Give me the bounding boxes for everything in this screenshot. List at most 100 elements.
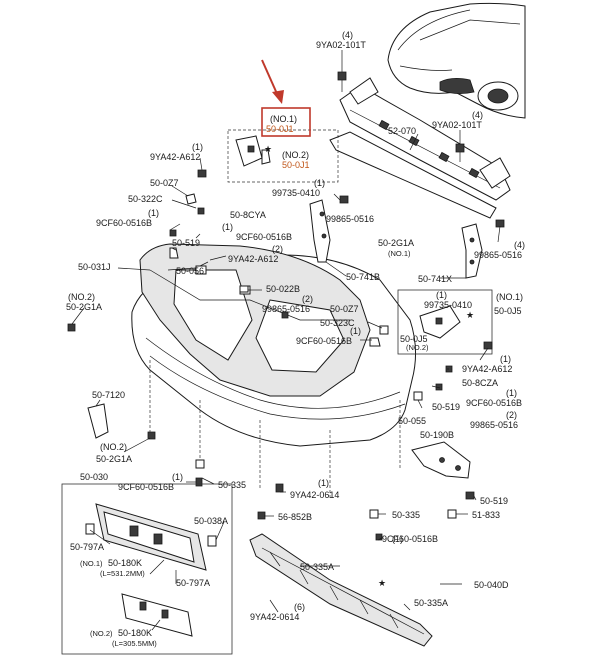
bolt-icon bbox=[197, 169, 207, 178]
label-sm: (NO.2) bbox=[406, 343, 429, 352]
label: 50-335A bbox=[414, 598, 448, 608]
clip-icon bbox=[239, 285, 249, 293]
label-sm: (NO.1) bbox=[388, 249, 411, 258]
bolt-icon bbox=[483, 341, 493, 350]
label: (2) bbox=[302, 294, 313, 304]
clip-icon bbox=[185, 193, 197, 205]
label: 9YA42-A612 bbox=[150, 152, 200, 162]
highlight-arrow-icon bbox=[261, 59, 284, 104]
clip-icon bbox=[369, 509, 379, 519]
label: 50-322C bbox=[128, 194, 163, 204]
label: 50-038A bbox=[194, 516, 228, 526]
label: 9YA42-0614 bbox=[250, 612, 299, 622]
label: 50-519 bbox=[480, 496, 508, 506]
clip-icon bbox=[197, 207, 205, 215]
label-sm: (NO.2) bbox=[90, 629, 113, 638]
label: 50-797A bbox=[176, 578, 210, 588]
clip-icon bbox=[257, 511, 266, 520]
label: 50-8CZA bbox=[462, 378, 498, 388]
label: 99735-0410 bbox=[272, 188, 320, 198]
label: 50-056 bbox=[176, 266, 204, 276]
label: 50-040D bbox=[474, 580, 509, 590]
label: 50-8CYA bbox=[230, 210, 266, 220]
label: 50-335A bbox=[300, 562, 334, 572]
label: 9YA02-101T bbox=[316, 40, 366, 50]
license-plate-bracket bbox=[85, 503, 217, 637]
label-sm: (NO.1) bbox=[80, 559, 103, 568]
label-highlight: 50-0J1 bbox=[282, 160, 310, 170]
label-sm: (L=531.2MM) bbox=[100, 569, 145, 578]
clip-icon bbox=[147, 431, 156, 440]
clip-icon bbox=[195, 459, 205, 469]
label: 50-055 bbox=[398, 416, 426, 426]
part-labels: (NO.1) 50-0J1 (NO.2) 50-0J1 (1) 99735-04… bbox=[66, 30, 525, 648]
label: 50-0J5 bbox=[400, 334, 428, 344]
label: 9CF60-0516B bbox=[296, 336, 352, 346]
label: 56-852B bbox=[278, 512, 312, 522]
label: 99735-0410 bbox=[424, 300, 472, 310]
bumper-inner-frame bbox=[139, 243, 371, 397]
label: 50-519 bbox=[432, 402, 460, 412]
label: 9CF60-0516B bbox=[382, 534, 438, 544]
label: 51-833 bbox=[472, 510, 500, 520]
label: 9YA42-0614 bbox=[290, 490, 339, 500]
label: 99865-0516 bbox=[474, 250, 522, 260]
lower-grille-50-040D bbox=[249, 533, 433, 647]
clip-icon bbox=[445, 365, 453, 373]
label: (1) bbox=[192, 142, 203, 152]
bumper-reinforcement-beam bbox=[329, 77, 511, 219]
bolt-icon bbox=[495, 219, 505, 228]
clip-icon bbox=[435, 383, 443, 391]
star-icon: ★ bbox=[378, 578, 386, 588]
group-box-50-030 bbox=[61, 483, 233, 655]
label: 9CF60-0516B bbox=[466, 398, 522, 408]
label: 9CF60-0516B bbox=[96, 218, 152, 228]
label: 50-031J bbox=[78, 262, 111, 272]
label: (NO.2) bbox=[282, 150, 309, 160]
label: (1) bbox=[436, 290, 447, 300]
label: (6) bbox=[294, 602, 305, 612]
label: 50-2G1A bbox=[66, 302, 102, 312]
label: (1) bbox=[148, 208, 159, 218]
star-icon: ★ bbox=[466, 310, 474, 320]
clip-icon bbox=[379, 325, 389, 335]
label: 50-030 bbox=[80, 472, 108, 482]
label: 99865-0516 bbox=[470, 420, 518, 430]
label: 50-741X bbox=[418, 274, 452, 284]
clip-icon bbox=[67, 323, 76, 332]
label: 50-0Z7 bbox=[330, 304, 359, 314]
label: 50-7120 bbox=[92, 390, 125, 400]
label: 50-180K bbox=[118, 628, 152, 638]
label: 99865-0516 bbox=[262, 304, 310, 314]
bracket-50-741X bbox=[461, 223, 483, 279]
bracket-50-190B bbox=[411, 441, 471, 479]
label: (2) bbox=[506, 410, 517, 420]
label: (1) bbox=[222, 222, 233, 232]
bolt-icon bbox=[337, 71, 347, 92]
label: 50-335 bbox=[392, 510, 420, 520]
label: (NO.1) bbox=[270, 114, 297, 124]
label: (4) bbox=[472, 110, 483, 120]
part-50-7120 bbox=[87, 403, 109, 439]
label: 50-190B bbox=[420, 430, 454, 440]
label: 9YA02-101T bbox=[432, 120, 482, 130]
label: 9CF60-0516B bbox=[236, 232, 292, 242]
label: 50-519 bbox=[172, 238, 200, 248]
clip-icon bbox=[413, 391, 423, 401]
label: 50-335 bbox=[218, 480, 246, 490]
label: 9YA42-A612 bbox=[228, 254, 278, 264]
bolt-icon bbox=[455, 143, 465, 162]
label: (4) bbox=[514, 240, 525, 250]
label: 52-070 bbox=[388, 126, 416, 136]
bolt-icon bbox=[275, 483, 284, 493]
label: (1) bbox=[314, 178, 325, 188]
label: 9YA42-A612 bbox=[462, 364, 512, 374]
label: 50-323C bbox=[320, 318, 355, 328]
label: (1) bbox=[350, 326, 361, 336]
label: 50-797A bbox=[70, 542, 104, 552]
bolt-icon bbox=[195, 477, 203, 487]
bracket-50-0J1 bbox=[235, 135, 271, 167]
label: (1) bbox=[172, 472, 183, 482]
bolt-icon bbox=[465, 491, 475, 500]
